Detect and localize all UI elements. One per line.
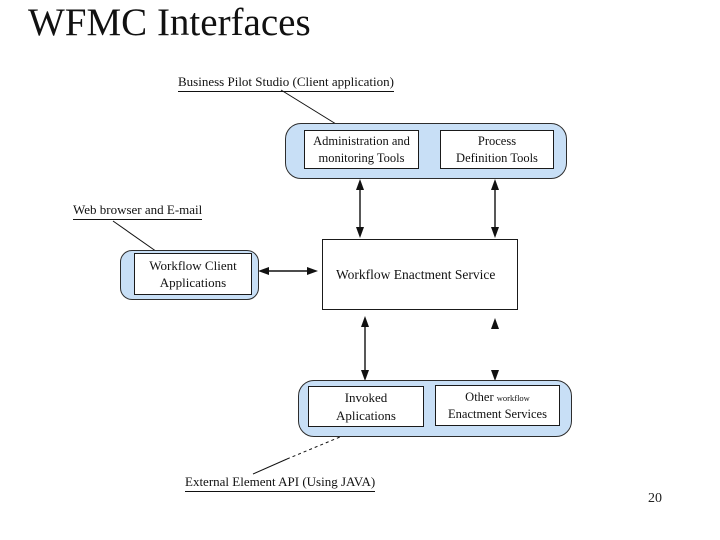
box-invoked-line1: Invoked xyxy=(344,390,388,406)
box-other-line1-main: Other xyxy=(465,390,494,404)
label-external-element-api: External Element API (Using JAVA) xyxy=(185,474,376,492)
label-business-pilot-studio: Business Pilot Studio (Client applicatio… xyxy=(178,74,394,92)
box-other-line2: Enactment Services xyxy=(448,406,547,421)
arrow-enactment-other-head-up xyxy=(491,318,499,329)
callout-line-external-api-dashed xyxy=(286,436,341,460)
box-other-workflow-enactment-services: Other workflow Enactment Services xyxy=(435,385,560,426)
box-process-line1: Process xyxy=(477,134,517,148)
box-workflow-enactment-service: Workflow Enactment Service xyxy=(322,239,518,310)
arrow-client-enactment-head-left xyxy=(258,267,269,275)
box-process-definition-tools: Process Definition Tools xyxy=(440,130,554,169)
arrow-admin-enactment-head-down xyxy=(356,227,364,238)
box-client-line2: Applications xyxy=(159,275,227,290)
box-invoked-line2: Aplications xyxy=(336,407,396,423)
box-client-line1: Workflow Client xyxy=(149,257,237,273)
label-web-browser-email: Web browser and E-mail xyxy=(73,202,203,220)
box-administration-monitoring-tools: Administration and monitoring Tools xyxy=(304,130,419,169)
box-other-line1: Other workflow xyxy=(436,389,559,406)
arrow-client-enactment-head-right xyxy=(307,267,318,275)
arrow-enactment-invoked-head-up xyxy=(361,316,369,327)
box-process-line2: Definition Tools xyxy=(456,150,538,165)
box-invoked-applications: Invoked Aplications xyxy=(308,386,424,427)
box-other-line1-small: workflow xyxy=(496,393,530,403)
arrow-process-enactment-head-down xyxy=(491,227,499,238)
box-central-label: Workflow Enactment Service xyxy=(336,266,496,282)
box-admin-line1: Administration and xyxy=(313,134,410,148)
page-number: 20 xyxy=(648,491,662,506)
callout-line-business-pilot xyxy=(280,89,337,125)
box-workflow-client-applications: Workflow Client Applications xyxy=(134,253,252,295)
arrow-admin-enactment-head-up xyxy=(356,179,364,190)
arrow-process-enactment-head-up xyxy=(491,179,499,190)
callout-line-external-api-solid xyxy=(252,458,288,475)
slide-title: WFMC Interfaces xyxy=(28,1,311,44)
box-admin-line2: monitoring Tools xyxy=(318,150,405,165)
